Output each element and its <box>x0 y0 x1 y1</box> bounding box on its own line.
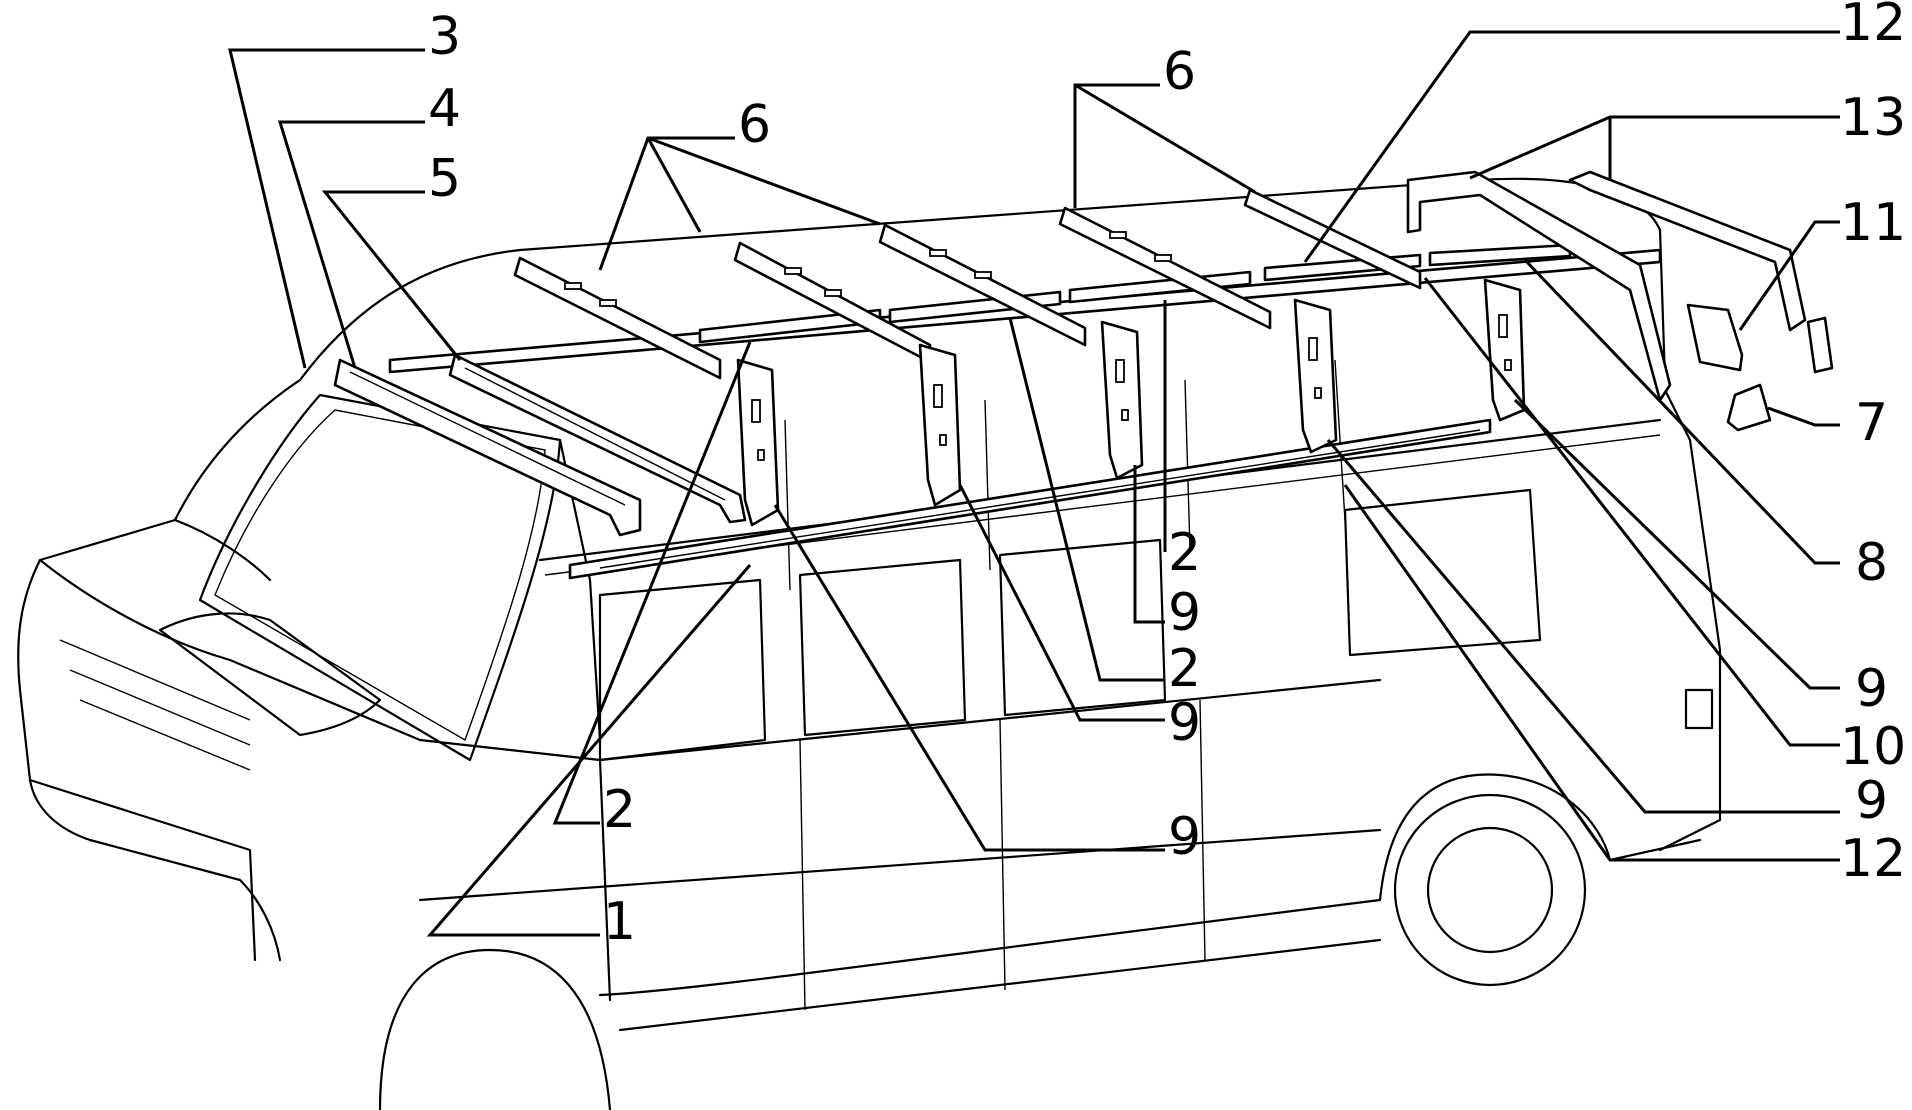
callout-6: 6 <box>1163 42 1196 102</box>
side-pillar-5 <box>1483 278 1526 422</box>
callout-11: 11 <box>1840 193 1906 253</box>
side-pillar-3 <box>1100 320 1144 480</box>
callout-12: 12 <box>1840 0 1906 53</box>
callout-9: 9 <box>1855 771 1888 831</box>
callout-6: 6 <box>738 95 771 155</box>
roof-bow-5 <box>878 223 1087 347</box>
callout-9: 9 <box>1168 583 1201 643</box>
callout-2: 2 <box>1168 639 1201 699</box>
callout-7: 7 <box>1855 393 1888 453</box>
roof-bow-front <box>333 358 642 537</box>
callout-2: 2 <box>603 780 636 840</box>
callout-labels: 3 4 5 6 6 12 13 11 7 8 9 10 9 12 2 9 2 9… <box>428 0 1906 952</box>
callout-4: 4 <box>428 79 461 139</box>
corner-bracket-11 <box>1686 303 1744 372</box>
callout-13: 13 <box>1840 88 1906 148</box>
callout-12: 12 <box>1840 829 1906 889</box>
roof-rail-front <box>568 418 1492 580</box>
callout-8: 8 <box>1855 533 1888 593</box>
side-pillar-4 <box>1293 298 1338 454</box>
callout-9: 9 <box>1855 659 1888 719</box>
leader-lines <box>228 30 1840 937</box>
callout-9: 9 <box>1168 693 1201 753</box>
callout-3: 3 <box>428 7 461 67</box>
roof-bow-3 <box>513 256 722 380</box>
callout-2: 2 <box>1168 523 1201 583</box>
side-pillar-2 <box>918 343 962 507</box>
rear-door-frame <box>1406 170 1834 402</box>
callout-5: 5 <box>428 149 461 209</box>
roof-bow-4 <box>733 241 932 364</box>
callout-9: 9 <box>1168 807 1201 867</box>
callout-10: 10 <box>1840 717 1906 777</box>
callout-1: 1 <box>603 892 636 952</box>
side-pillar-1 <box>736 358 780 527</box>
roof-bow-7 <box>1243 188 1422 290</box>
roof-bow-2 <box>448 353 747 524</box>
roof-bow-6 <box>1058 206 1272 330</box>
corner-bracket-7 <box>1726 383 1772 432</box>
